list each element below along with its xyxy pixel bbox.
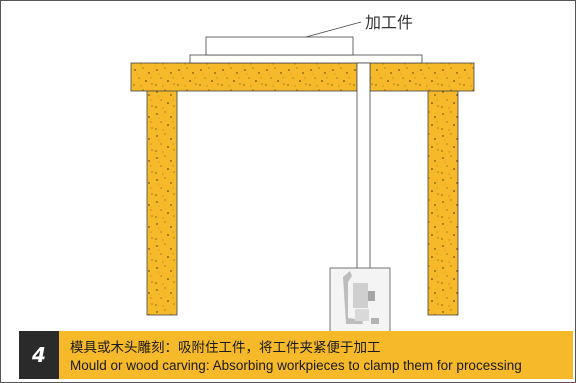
tabletop-right — [369, 62, 475, 92]
vacuum-tube — [356, 62, 371, 271]
caption-title-en: Mould or wood carving: Absorbing workpie… — [70, 358, 522, 373]
caption-title-zh: 模具或木头雕刻：吸附住工件，将工件夹紧便于加工 — [70, 340, 381, 356]
workpiece-label: 加工件 — [365, 13, 413, 32]
table-leg-right — [427, 87, 459, 316]
caption-bar — [19, 331, 573, 379]
tabletop-left — [130, 62, 358, 92]
workpiece — [205, 36, 354, 56]
workpiece-leader-line — [305, 21, 362, 38]
vacuum-pump-icon — [343, 271, 379, 324]
step-number-badge: 4 — [19, 331, 59, 379]
table-leg-left — [146, 87, 178, 316]
fixture-plate — [189, 54, 423, 64]
